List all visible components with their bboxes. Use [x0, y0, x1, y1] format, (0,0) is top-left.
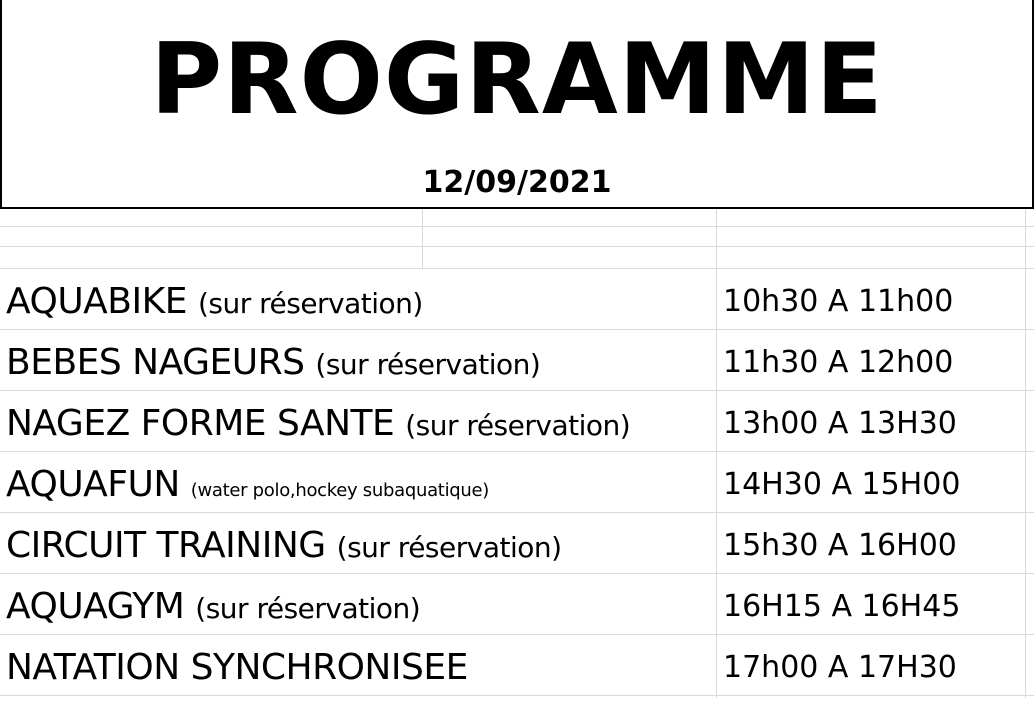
activity-name: NATATION SYNCHRONISEE: [6, 647, 468, 688]
activity-note: (sur réservation): [336, 531, 562, 564]
time-cell: 11h30 A 12h00: [723, 345, 954, 380]
activity-cell: AQUAFUN (water polo,hockey subaquatique): [6, 452, 489, 513]
activity-name: AQUABIKE: [6, 281, 187, 322]
activity-note: (sur réservation): [405, 409, 631, 442]
activity-note: (water polo,hockey subaquatique): [190, 480, 490, 501]
grid-row-line: [0, 226, 1034, 227]
grid-row-line: [0, 634, 1034, 635]
schedule-row: NATATION SYNCHRONISEE 17h00 A 17H30: [0, 635, 1034, 696]
activity-name: AQUAFUN: [6, 464, 180, 505]
grid-row-line: [0, 329, 1034, 330]
activity-name: NAGEZ FORME SANTE: [6, 403, 395, 444]
schedule-row: AQUAGYM (sur réservation) 16H15 A 16H45: [0, 574, 1034, 635]
activity-cell: AQUABIKE (sur réservation): [6, 269, 423, 330]
activity-cell: NATATION SYNCHRONISEE: [6, 635, 468, 696]
grid-row-line: [0, 512, 1034, 513]
schedule-row: CIRCUIT TRAINING (sur réservation) 15h30…: [0, 513, 1034, 574]
activity-note: (sur réservation): [197, 287, 423, 320]
time-cell: 16H15 A 16H45: [723, 589, 961, 624]
grid-row-line: [0, 451, 1034, 452]
schedule-row: AQUABIKE (sur réservation) 10h30 A 11h00: [0, 269, 1034, 330]
schedule-row: NAGEZ FORME SANTE (sur réservation) 13h0…: [0, 391, 1034, 452]
schedule-row: BEBES NAGEURS (sur réservation) 11h30 A …: [0, 330, 1034, 391]
activity-name: BEBES NAGEURS: [6, 342, 305, 383]
activity-note: (sur réservation): [195, 592, 421, 625]
time-cell: 13h00 A 13H30: [723, 406, 957, 441]
grid-row-line: [0, 390, 1034, 391]
program-date: 12/09/2021: [422, 165, 612, 200]
grid-column-line: [716, 0, 717, 698]
activity-note: (sur réservation): [315, 348, 541, 381]
grid-row-line: [0, 246, 1034, 247]
page-title: PROGRAMME: [150, 23, 884, 137]
activity-name: CIRCUIT TRAINING: [6, 525, 326, 566]
activity-cell: AQUAGYM (sur réservation): [6, 574, 421, 635]
grid-row-line: [0, 573, 1034, 574]
grid-column-line: [1025, 207, 1026, 698]
schedule-row: AQUAFUN (water polo,hockey subaquatique)…: [0, 452, 1034, 513]
header-box: PROGRAMME 12/09/2021: [0, 0, 1034, 209]
activity-cell: BEBES NAGEURS (sur réservation): [6, 330, 541, 391]
time-cell: 15h30 A 16H00: [723, 528, 957, 563]
activity-cell: NAGEZ FORME SANTE (sur réservation): [6, 391, 631, 452]
time-cell: 14H30 A 15H00: [723, 467, 961, 502]
activity-cell: CIRCUIT TRAINING (sur réservation): [6, 513, 562, 574]
grid-row-line: [0, 268, 1034, 269]
activity-name: AQUAGYM: [6, 586, 185, 627]
time-cell: 17h00 A 17H30: [723, 650, 957, 685]
time-cell: 10h30 A 11h00: [723, 284, 954, 319]
grid-row-line: [0, 695, 1034, 696]
